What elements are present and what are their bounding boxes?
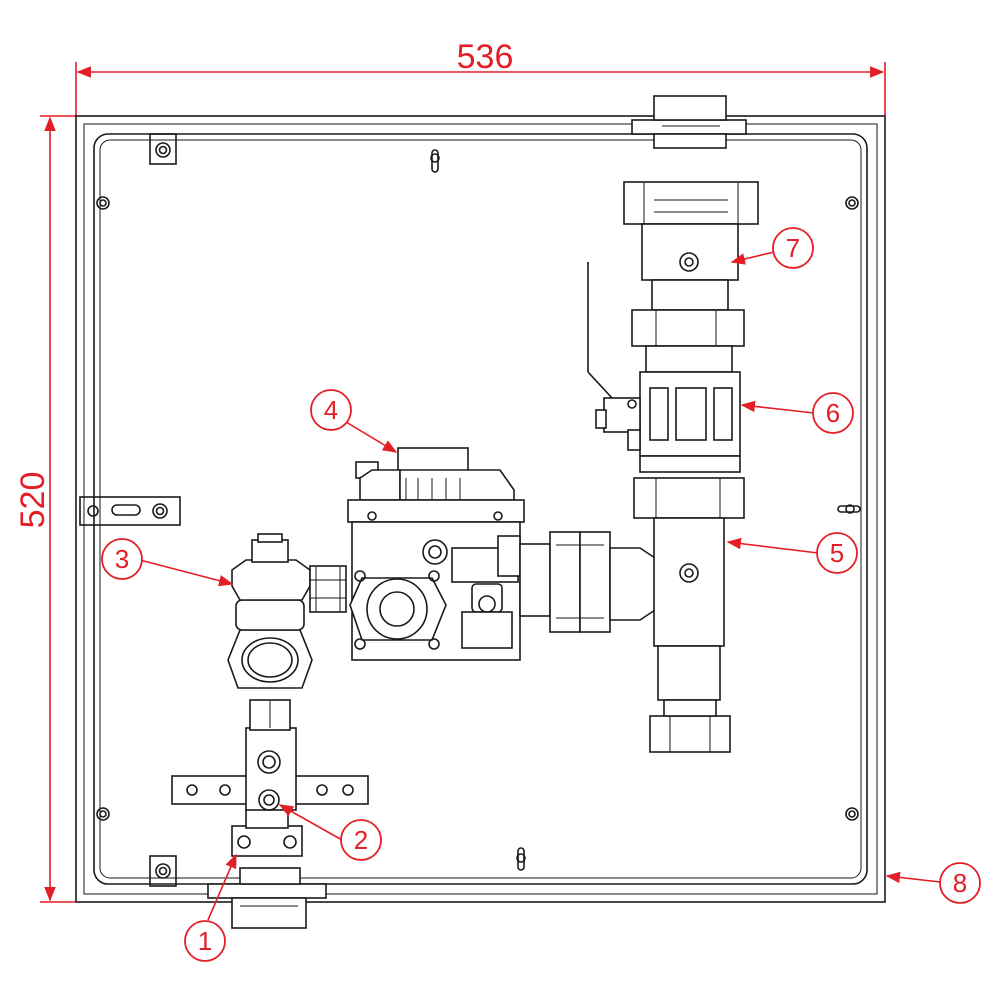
callout-6-label: 6 bbox=[826, 398, 840, 428]
right-coupling-nut bbox=[519, 531, 659, 633]
bottom-inlet-fitting bbox=[207, 867, 327, 929]
callout-7: 7 bbox=[730, 227, 814, 269]
callout-3-label: 3 bbox=[115, 544, 129, 574]
callout-8: 8 bbox=[885, 862, 981, 904]
callout-2-label: 2 bbox=[354, 825, 368, 855]
callout-7-label: 7 bbox=[786, 233, 800, 263]
callout-4-label: 4 bbox=[324, 395, 338, 425]
callout-2: 2 bbox=[278, 804, 382, 861]
callout-6: 6 bbox=[740, 392, 854, 434]
cabinet-box bbox=[75, 115, 886, 903]
callout-1-label: 1 bbox=[198, 926, 212, 956]
callout-4: 4 bbox=[310, 389, 398, 453]
callout-3: 3 bbox=[101, 538, 234, 587]
width-dimension-label: 536 bbox=[457, 38, 514, 76]
height-dimension-label: 520 bbox=[14, 472, 52, 529]
callout-1: 1 bbox=[184, 853, 237, 962]
left-coupling-nut bbox=[309, 565, 347, 613]
inlet-valve-assembly bbox=[171, 533, 369, 857]
height-dimension: 520 bbox=[14, 115, 76, 903]
callout-5: 5 bbox=[726, 532, 858, 574]
pressure-regulator bbox=[347, 447, 525, 661]
width-dimension: 536 bbox=[75, 38, 886, 116]
vertical-meter-assembly bbox=[587, 181, 759, 753]
top-outlet-fitting bbox=[631, 95, 747, 149]
callout-8-label: 8 bbox=[953, 868, 967, 898]
callout-5-label: 5 bbox=[830, 538, 844, 568]
